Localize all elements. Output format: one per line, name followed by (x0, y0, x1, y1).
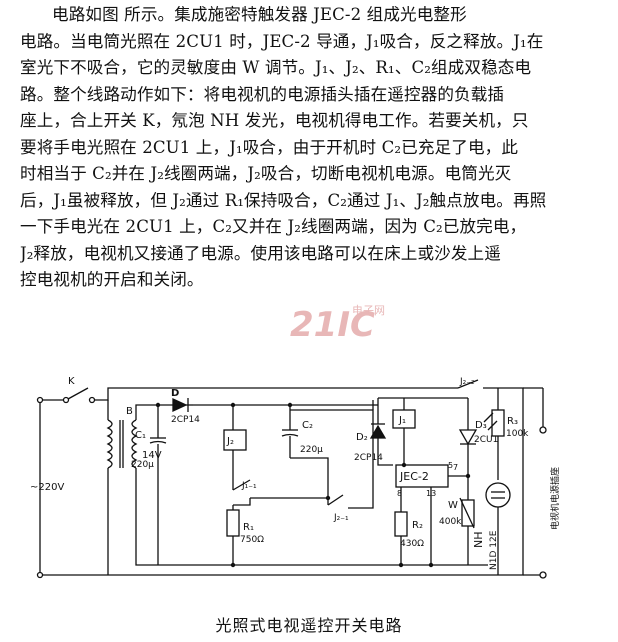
label-ic-pin13: 13 (426, 489, 436, 498)
watermark-logo-text: 21IC (290, 305, 375, 344)
label-secondary: 14V (142, 450, 162, 461)
text-line: 后，J₁虽被释放，但 J₂通过 R₁保持吸合，C₂通过 J₁、J₂触点放电。再照 (20, 190, 547, 210)
text-line: 电路如图 所示。集成施密特触发器 JEC-2 组成光电整形 (52, 5, 467, 24)
label-ic-pin5: 5 (448, 461, 453, 470)
label-r2: R₂ (412, 520, 423, 531)
diode-d (172, 397, 193, 413)
label-d2: D₂ (356, 432, 368, 443)
label-d2-part: 2CP14 (354, 453, 383, 463)
label-r3: R₃ (507, 416, 518, 427)
switch-k (62, 387, 96, 404)
watermark-logo: 21IC 电子网 (290, 304, 385, 344)
description-paragraph: 电路如图 所示。集成施密特触发器 JEC-2 组成光电整形 电路。当电筒光照在 … (20, 2, 598, 294)
label-j2-coil: J₂ (226, 436, 234, 447)
label-j2-2: J₂₋₂ (459, 377, 475, 387)
photodiode-d3 (458, 412, 498, 446)
label-c1: C₁ (135, 430, 146, 441)
diode-d2 (369, 420, 387, 450)
label-r3-value: 100k (506, 429, 529, 439)
circuit-wires (39, 379, 547, 579)
label-tv-socket: 电视机电源插座 (549, 467, 561, 530)
label-ic: JEC-2 (399, 470, 429, 483)
label-ic-pin7: 7 (453, 463, 458, 472)
label-j2-contact: J₂₋₁ (333, 513, 349, 523)
mains-terminals (36, 396, 44, 579)
label-c2: C₂ (302, 420, 313, 431)
label-r2-value: 430Ω (400, 539, 424, 549)
label-diode-d-part: 2CP14 (171, 415, 200, 425)
label-mains: ~220V (30, 482, 64, 493)
label-c2-value: 220μ (300, 445, 323, 455)
text-line: 时相当于 C₂并在 J₂线圈两端，J₂吸合，切断电视机电源。电筒光灭 (20, 164, 512, 183)
label-d3: D₃ (475, 420, 487, 431)
label-j1-coil: J₁ (398, 415, 406, 426)
text-line: J₂释放，电视机又接通了电源。使用该电路可以在床上或沙发上遥 (20, 243, 501, 263)
junction-dots (155, 402, 471, 568)
label-ic-pin8: 8 (397, 489, 402, 498)
label-d3-part: 2CU1 (474, 435, 498, 445)
text-line: 座上，合上开关 K，氖泡 NH 发光，电视机得电工作。若要关机，只 (20, 111, 529, 130)
label-diode-d: D (171, 388, 179, 399)
label-nh-part: N1D 12E (489, 530, 499, 570)
circuit-diagram: K ~220V B 14V D 2CP14 C₁ 220μ J₂ C₂ 220μ… (30, 376, 561, 579)
label-r1-value: 750Ω (240, 535, 264, 545)
label-r1: R₁ (243, 522, 254, 533)
text-line: 要将手电光照在 2CU1 上，J₁吸合，由于开机时 C₂已充足了电，此 (20, 137, 519, 157)
label-transformer: B (126, 406, 133, 417)
text-line: 室光下不吸合，它的灵敏度由 W 调节。J₁、J₂、R₁、C₂组成双稳态电 (20, 58, 532, 77)
figure-caption: 光照式电视遥控开关电路 (215, 616, 403, 635)
text-line: 路。整个线路动作如下：将电视机的电源插头插在遥控器的负载插 (20, 84, 505, 104)
label-j1-contact: J₁₋₁ (241, 481, 257, 491)
label-w-value: 400k (439, 517, 462, 527)
label-c1-value: 220μ (131, 460, 154, 470)
watermark-sub-text: 电子网 (352, 304, 385, 317)
text-line: 电路。当电筒光照在 2CU1 时，JEC-2 导通，J₁吸合，反之释放。J₁在 (20, 31, 544, 51)
text-line: 一下手电光在 2CU1 上，C₂又并在 J₂线圈两端，因为 C₂已放完电， (20, 217, 527, 236)
text-line: 控电视机的开启和关闭。 (20, 270, 204, 289)
label-switch-k: K (68, 376, 75, 387)
label-w: W (448, 500, 458, 511)
label-nh: NH (472, 532, 485, 549)
